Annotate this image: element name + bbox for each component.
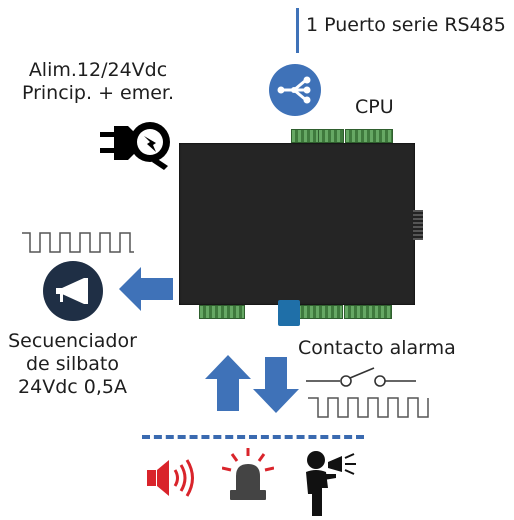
switch-contact-icon: [306, 364, 416, 392]
top-terminal-block-1: [291, 129, 319, 143]
sequencer-label: Secuenciador de silbato 24Vdc 0,5A: [0, 330, 145, 399]
rs485-line: [296, 8, 299, 53]
bottom-terminal-block-2: [297, 305, 343, 319]
top-terminal-block-2: [318, 129, 344, 143]
power-label: Alim.12/24Vdc Princip. + emer.: [8, 59, 188, 105]
horn-icon: [42, 260, 104, 322]
pulse-waveform-left: [22, 232, 134, 254]
operator-megaphone-icon: [298, 448, 358, 516]
beacon-icon: [221, 448, 275, 502]
bottom-terminal-block-1: [199, 305, 245, 319]
power-plug-icon: [100, 112, 176, 176]
up-arrow-icon: [205, 355, 251, 411]
down-arrow-icon: [253, 357, 299, 413]
pulse-waveform-right: [308, 397, 430, 419]
top-terminal-block-3: [345, 129, 393, 143]
bottom-blue-connector: [278, 300, 300, 326]
power-label-line1: Alim.12/24Vdc: [28, 59, 168, 81]
left-arrow-icon: [119, 267, 173, 311]
sequencer-label-line3: 24Vdc 0,5A: [18, 376, 127, 398]
cpu-label: CPU: [355, 96, 394, 118]
sequencer-label-line2: de silbato: [25, 353, 120, 375]
cpu-module: [179, 143, 415, 305]
alarm-contact-label: Contacto alarma: [298, 337, 456, 359]
power-label-line2: Princip. + emer.: [21, 82, 175, 104]
speaker-icon: [147, 456, 201, 500]
dashed-bus-line: [142, 435, 364, 439]
sequencer-label-line1: Secuenciador: [8, 330, 137, 352]
cpu-side-connector: [413, 210, 423, 240]
bottom-terminal-block-3: [344, 305, 392, 319]
serial-port-label: 1 Puerto serie RS485: [306, 14, 506, 36]
network-icon: [268, 63, 322, 117]
